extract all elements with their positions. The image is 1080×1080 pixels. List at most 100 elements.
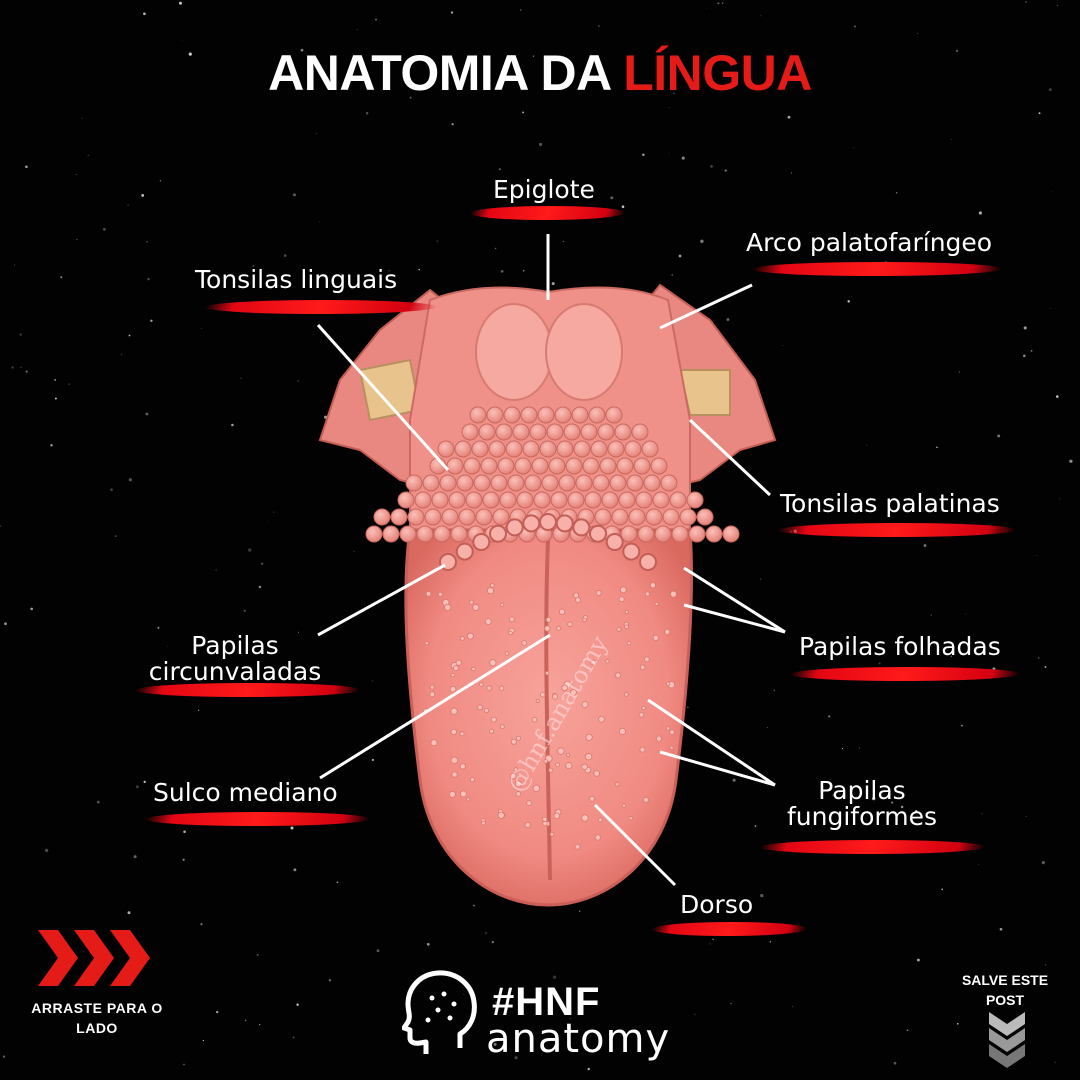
chevrons-down-icon[interactable] xyxy=(987,1010,1027,1070)
fungiform-papilla xyxy=(570,689,577,696)
tonsil-bump xyxy=(611,508,629,526)
tonsil-bump xyxy=(567,491,585,509)
star xyxy=(231,423,234,427)
star xyxy=(25,165,28,169)
fungiform-papilla xyxy=(581,763,588,771)
star xyxy=(1023,354,1026,358)
fungiform-papilla xyxy=(621,803,627,808)
tonsil-bump xyxy=(522,440,540,458)
label-sulco-mediano: Sulco mediano xyxy=(153,778,338,807)
tonsil-bump xyxy=(633,457,651,475)
page-title: ANATOMIA DA LÍNGUA xyxy=(0,44,1080,102)
star xyxy=(687,706,689,708)
tonsil-bump xyxy=(645,508,663,526)
tonsil-bump xyxy=(671,525,689,543)
star xyxy=(598,25,600,27)
star xyxy=(997,434,1001,438)
fungiform-papilla xyxy=(575,597,581,603)
star xyxy=(141,194,145,197)
star xyxy=(388,270,390,272)
tonsil-bump xyxy=(616,457,634,475)
label-papilas-circ-line1: Papilas xyxy=(191,631,279,660)
fungiform-papilla xyxy=(544,625,551,632)
tonsil-bump xyxy=(631,423,649,441)
star xyxy=(562,240,564,242)
head-brain-icon xyxy=(402,970,477,1054)
chevrons-right-icon[interactable] xyxy=(36,928,156,988)
star xyxy=(522,269,525,272)
star xyxy=(700,239,704,243)
fungiform-papilla xyxy=(497,811,505,819)
star xyxy=(730,1003,732,1005)
tonsil-bump xyxy=(505,440,523,458)
star xyxy=(1023,326,1027,330)
fungiform-papilla xyxy=(615,782,620,787)
star xyxy=(179,1,182,5)
fungiform-papilla xyxy=(584,753,593,761)
star xyxy=(426,942,430,946)
tonsil-bump xyxy=(722,525,740,543)
circumvallate-papilla xyxy=(622,542,641,561)
fungiform-papilla xyxy=(449,686,457,693)
tonsil-bump xyxy=(531,457,549,475)
star xyxy=(866,444,868,446)
tonsil-bump xyxy=(507,474,525,492)
tonsil-bump xyxy=(458,508,476,526)
save-hint: SALVE ESTE POST xyxy=(961,972,1049,1008)
fungiform-papilla xyxy=(424,641,429,646)
star xyxy=(1025,816,1027,818)
star xyxy=(722,2,724,4)
tonsil-bump xyxy=(405,474,423,492)
fungiform-papilla xyxy=(545,616,552,623)
fungiform-papilla xyxy=(670,590,677,598)
line-folhadas-2 xyxy=(683,603,786,634)
tonsil-bump xyxy=(571,406,589,424)
fungiform-papilla xyxy=(499,602,505,607)
tonsil-bump xyxy=(558,474,576,492)
tonsil-bump xyxy=(439,474,457,492)
star xyxy=(532,55,535,57)
tonsil-bump xyxy=(546,423,564,441)
star xyxy=(261,562,264,565)
tonsil-bump xyxy=(424,508,442,526)
star xyxy=(999,927,1003,931)
tonsil-bump xyxy=(471,440,489,458)
tonsil-bump xyxy=(679,508,697,526)
fungiform-papilla xyxy=(539,691,546,698)
star xyxy=(706,7,708,9)
fungiform-papilla xyxy=(542,816,548,822)
star xyxy=(128,334,131,337)
fungiform-papilla xyxy=(649,582,656,589)
fungiform-papilla xyxy=(614,672,622,679)
fungiform-papilla xyxy=(486,587,494,595)
star xyxy=(792,1005,793,1007)
star xyxy=(498,168,501,171)
star xyxy=(710,165,713,168)
tonsil-bump xyxy=(696,508,714,526)
star xyxy=(311,667,315,671)
fungiform-papilla xyxy=(669,729,675,735)
label-tonsilas-palatinas: Tonsilas palatinas xyxy=(780,489,1000,518)
tonsil-bump xyxy=(654,525,672,543)
star xyxy=(552,975,557,979)
star xyxy=(961,724,963,727)
star xyxy=(273,511,275,513)
tonsil-bump xyxy=(414,491,432,509)
tonsil-bump xyxy=(486,406,504,424)
fungiform-papilla xyxy=(526,800,532,806)
tonsil-bump xyxy=(441,508,459,526)
fungiform-papilla xyxy=(535,698,540,703)
star xyxy=(587,1067,590,1071)
star xyxy=(769,941,772,943)
star xyxy=(216,1010,219,1014)
tonsil-bump xyxy=(662,508,680,526)
star xyxy=(371,758,374,762)
star xyxy=(832,794,836,797)
star xyxy=(578,910,581,912)
fungiform-papilla xyxy=(499,685,505,691)
tonsil-bump xyxy=(565,457,583,475)
fungiform-papilla xyxy=(619,586,627,594)
star xyxy=(317,1078,319,1079)
